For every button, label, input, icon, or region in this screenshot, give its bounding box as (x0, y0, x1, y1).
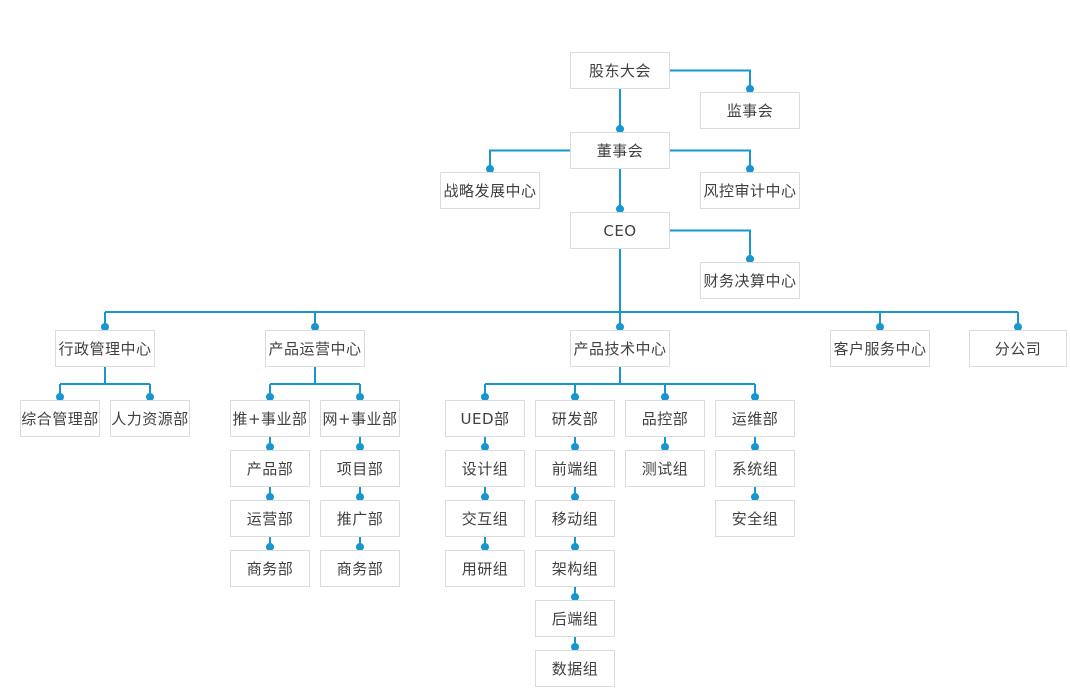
org-node-chanpinbu: 产品部 (230, 450, 310, 487)
org-node-wang: 网+事业部 (320, 400, 400, 437)
org-node-fengongsi: 分公司 (969, 330, 1067, 367)
org-node-chanpinyunying: 产品运营中心 (265, 330, 365, 367)
org-node-jiaohu: 交互组 (445, 500, 525, 537)
org-node-shangwu2: 商务部 (320, 550, 400, 587)
org-node-shuju: 数据组 (535, 650, 615, 687)
org-node-shangwu1: 商务部 (230, 550, 310, 587)
org-node-sheji: 设计组 (445, 450, 525, 487)
org-node-zhanlue: 战略发展中心 (440, 172, 540, 209)
org-node-anquan: 安全组 (715, 500, 795, 537)
org-node-gudong: 股东大会 (570, 52, 670, 89)
connector-line (670, 229, 751, 262)
org-node-fengkong: 风控审计中心 (700, 172, 800, 209)
org-node-zonghe: 综合管理部 (20, 400, 100, 437)
org-node-kehu: 客户服务中心 (830, 330, 930, 367)
org-node-xiangmu: 项目部 (320, 450, 400, 487)
org-node-xitong: 系统组 (715, 450, 795, 487)
org-node-xingzheng: 行政管理中心 (55, 330, 155, 367)
org-node-yongyan: 用研组 (445, 550, 525, 587)
org-node-ceshi: 测试组 (625, 450, 705, 487)
org-node-chanpinjishu: 产品技术中心 (570, 330, 670, 367)
org-node-dongshi: 董事会 (570, 132, 670, 169)
org-node-yidong: 移动组 (535, 500, 615, 537)
org-node-qianduan: 前端组 (535, 450, 615, 487)
connector-line (489, 149, 570, 172)
org-node-ceo: CEO (570, 212, 670, 249)
org-node-yunwei: 运维部 (715, 400, 795, 437)
org-node-jiagou: 架构组 (535, 550, 615, 587)
org-node-caiwu: 财务决算中心 (700, 262, 800, 299)
connector-line (670, 149, 751, 172)
org-node-yunyingbu: 运营部 (230, 500, 310, 537)
connector-line (670, 69, 751, 92)
org-node-yanfa: 研发部 (535, 400, 615, 437)
org-node-pinkong: 品控部 (625, 400, 705, 437)
org-node-tui: 推+事业部 (230, 400, 310, 437)
org-node-tuiguang: 推广部 (320, 500, 400, 537)
org-node-jianshi: 监事会 (700, 92, 800, 129)
org-node-houduan: 后端组 (535, 600, 615, 637)
org-node-ued: UED部 (445, 400, 525, 437)
org-node-renli: 人力资源部 (110, 400, 190, 437)
